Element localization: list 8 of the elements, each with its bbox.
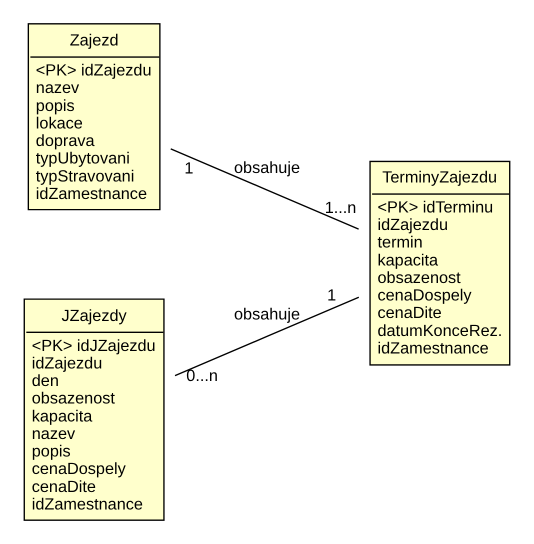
label: 1: [327, 286, 336, 305]
label: 0...n: [186, 366, 218, 385]
label: 1: [184, 159, 194, 178]
connector: [174, 296, 360, 376]
edge-label: obsahuje: [234, 159, 300, 178]
label: 1...n: [324, 199, 356, 218]
edge-label: obsahuje: [234, 306, 300, 324]
connector: [170, 148, 359, 230]
